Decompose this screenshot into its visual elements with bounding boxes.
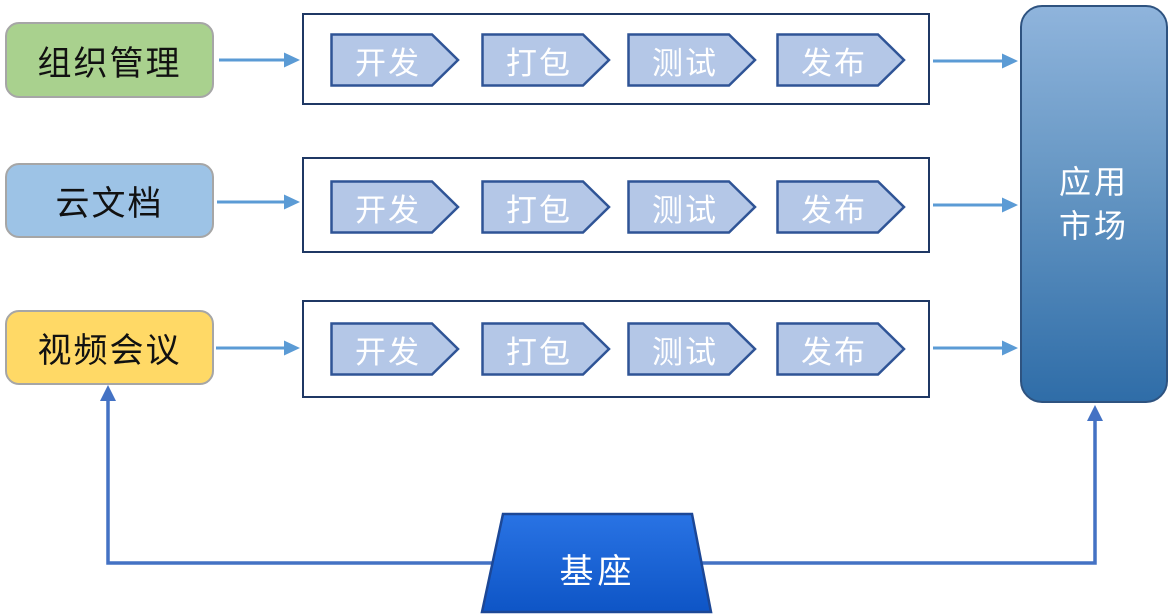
stage-chevron-dev: 开发 (330, 180, 460, 234)
chevron-shape (481, 180, 611, 234)
arrow-docs-to-pipeline (217, 194, 300, 210)
stage-chevron-test: 测试 (627, 322, 757, 376)
chevron-shape (776, 180, 906, 234)
stage-chevron-test: 测试 (627, 33, 757, 87)
stage-label: 测试 (652, 192, 718, 228)
chevron-shape (776, 33, 906, 87)
stage-label: 开发 (355, 192, 421, 228)
chevron-shape (330, 33, 460, 87)
pipeline-row-3 (302, 300, 930, 398)
stage-chevron-package: 打包 (481, 33, 611, 87)
product-box-org-management: 组织管理 (5, 22, 214, 98)
arrow-video-to-pipeline (216, 340, 300, 356)
stage-chevron-release: 发布 (776, 322, 906, 376)
stage-chevron-release: 发布 (776, 180, 906, 234)
product-label: 视频会议 (37, 332, 182, 370)
stage-label: 打包 (506, 45, 572, 81)
stage-label: 测试 (652, 334, 718, 370)
pipeline-row-1 (302, 13, 930, 105)
arrow-pipeline3-to-market (933, 340, 1018, 356)
stage-label: 开发 (355, 45, 421, 81)
stage-label: 打包 (506, 192, 572, 228)
pipeline-row-2 (302, 157, 930, 253)
stage-chevron-dev: 开发 (330, 322, 460, 376)
chevron-shape (330, 180, 460, 234)
stage-label: 发布 (801, 334, 867, 370)
arrow-org-to-pipeline (219, 52, 300, 68)
app-market-label-line1: 应用 (1058, 164, 1129, 200)
product-box-cloud-docs: 云文档 (5, 163, 214, 238)
arrow-pipeline2-to-market (933, 197, 1018, 213)
base-label: 基座 (559, 552, 636, 591)
arrow-pipeline1-to-market (933, 53, 1018, 69)
connector-base-to-video (100, 385, 540, 565)
stage-label: 发布 (801, 192, 867, 228)
stage-chevron-dev: 开发 (330, 33, 460, 87)
stage-chevron-test: 测试 (627, 180, 757, 234)
product-label: 组织管理 (37, 44, 182, 83)
chevron-shape (627, 322, 757, 376)
chevron-shape (330, 322, 460, 376)
app-market-label-line2: 市场 (1058, 208, 1129, 244)
chevron-shape (627, 33, 757, 87)
product-label: 云文档 (55, 185, 164, 223)
stage-label: 测试 (652, 45, 718, 81)
base-trapezoid (480, 512, 713, 614)
stage-label: 发布 (801, 45, 867, 81)
chevron-shape (627, 180, 757, 234)
connector-base-to-market (660, 405, 1103, 565)
stage-chevron-release: 发布 (776, 33, 906, 87)
app-market-box: 应用 市场 (1020, 5, 1168, 403)
chevron-shape (481, 322, 611, 376)
product-box-video-meeting: 视频会议 (5, 310, 214, 385)
chevron-shape (481, 33, 611, 87)
stage-chevron-package: 打包 (481, 180, 611, 234)
stage-label: 打包 (506, 334, 572, 370)
stage-label: 开发 (355, 334, 421, 370)
chevron-shape (776, 322, 906, 376)
stage-chevron-package: 打包 (481, 322, 611, 376)
